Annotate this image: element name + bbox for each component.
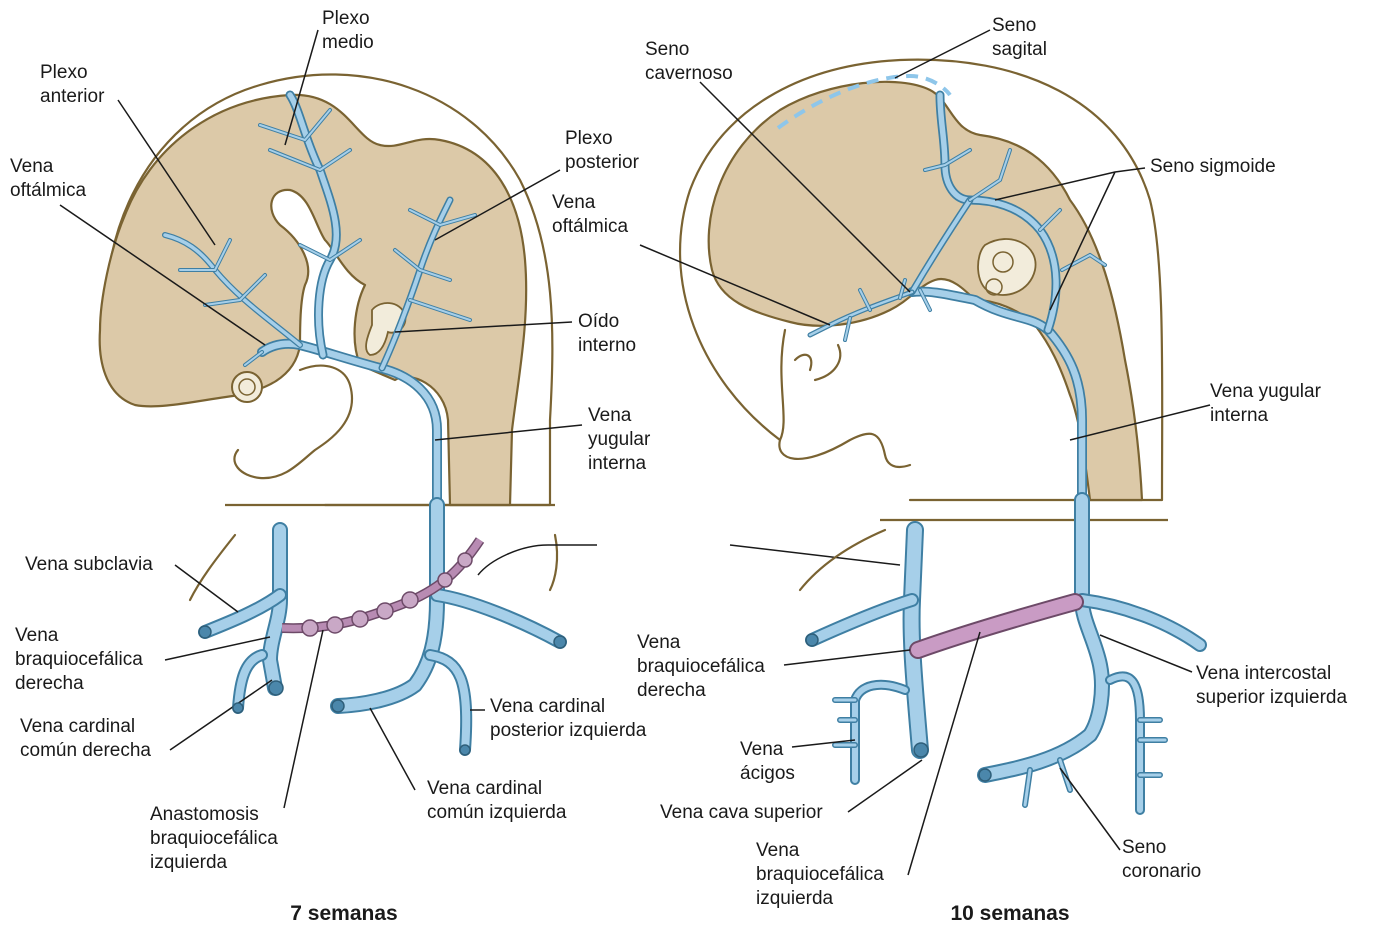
left-anastomosis — [282, 540, 480, 636]
caption-10-semanas: 10 semanas — [950, 902, 1069, 925]
left-panel-head — [100, 74, 553, 505]
label-vena-cava-superior: Vena cava superior — [660, 802, 823, 823]
label-vena-subclavia: Vena subclavia — [25, 554, 153, 575]
right-panel-body — [800, 500, 1200, 810]
label-seno-sigmoide: Seno sigmoide — [1150, 156, 1276, 177]
right-panel-head — [680, 60, 1162, 500]
right-left-brachiocephalic-vein — [918, 602, 1075, 650]
left-eye — [232, 372, 262, 402]
right-face-outline — [779, 330, 910, 467]
caption-7-semanas: 7 semanas — [290, 902, 397, 925]
